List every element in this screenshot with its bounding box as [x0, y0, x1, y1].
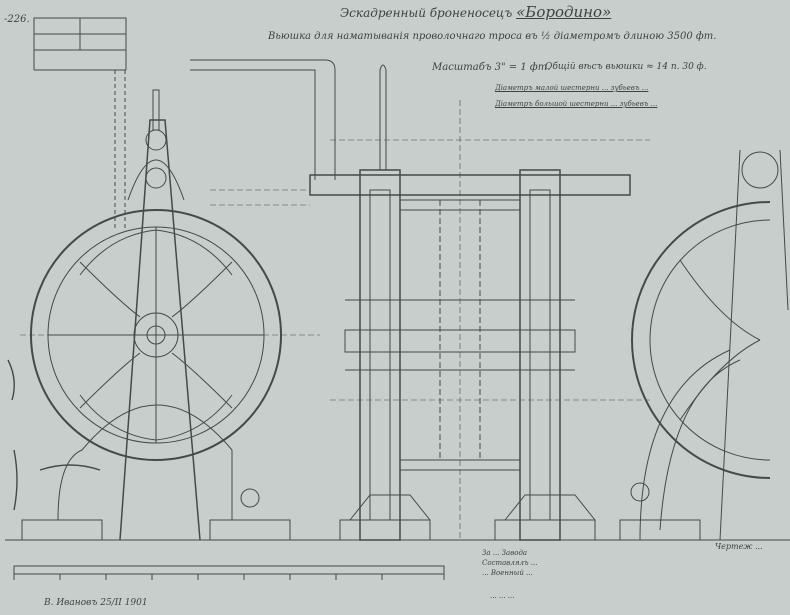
- note-large-gear: Діаметръ большой шестерни ... зубьевъ ..…: [495, 100, 658, 108]
- approval-second: ... ... ...: [490, 592, 515, 600]
- ship-heading: Эскадренный броненосецъ «Бородино»: [340, 3, 611, 21]
- title-block: [33, 17, 127, 71]
- side-view-right: [619, 149, 789, 541]
- approval-block: За ... Завода Составлялъ ... ... Военный…: [482, 549, 538, 577]
- weight-label: Общій вѣсъ вьюшки ≈ 14 п. 30 ф.: [545, 62, 707, 72]
- sheet-number: -226.: [4, 14, 30, 25]
- margin-annotations: [7, 359, 101, 511]
- note-small-gear: Діаметръ малой шестерни ... зубьевъ ...: [495, 84, 649, 92]
- drawing-title: Вьюшка для наматыванія проволочнаго трос…: [268, 31, 717, 42]
- ship-prefix: Эскадренный броненосецъ: [340, 6, 513, 20]
- signature-date: В. Ивановъ 25/II 1901: [44, 598, 148, 608]
- front-view: [190, 59, 650, 541]
- side-view-left: [20, 70, 320, 541]
- scale-label: Масштабъ 3" = 1 фт.: [432, 62, 551, 73]
- scale-bar: [13, 565, 445, 580]
- corner-label: Чертеж ...: [715, 542, 763, 551]
- ship-name: «Бородино»: [516, 3, 612, 21]
